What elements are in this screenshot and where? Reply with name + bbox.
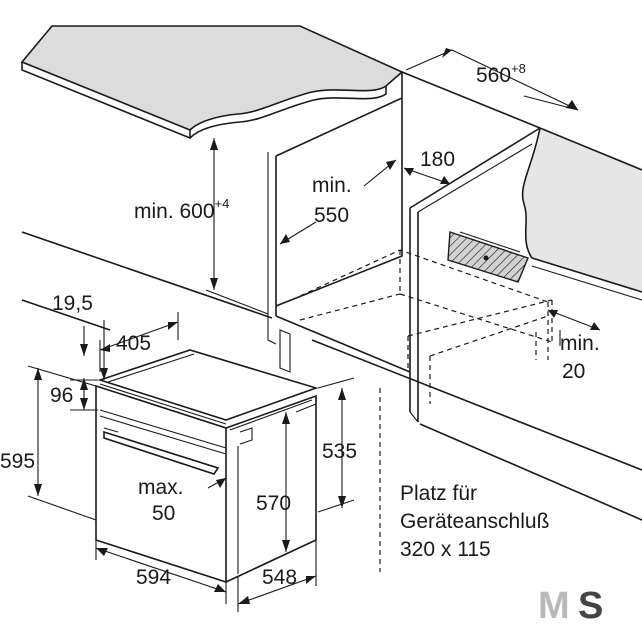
label-594: 594 <box>136 566 171 589</box>
niche-dashed-outline <box>299 249 553 572</box>
connection-box <box>447 231 529 283</box>
note-line-1: Platz für <box>400 482 477 505</box>
ms-watermark-logo: M S <box>538 585 603 627</box>
label-min550-line2: 550 <box>314 204 349 227</box>
svg-text:S: S <box>578 585 603 627</box>
label-560: 560+8 <box>476 61 526 87</box>
note-line-2: Geräteanschluß <box>400 510 549 533</box>
note-line-3: 320 x 115 <box>400 538 491 561</box>
label-535: 535 <box>322 440 357 463</box>
dimension-arrows <box>34 48 600 604</box>
label-570: 570 <box>256 492 291 515</box>
right-cabinet-wall <box>401 71 642 301</box>
label-405: 405 <box>116 332 151 355</box>
label-548: 548 <box>262 566 297 589</box>
cabinet-side-panels <box>267 72 541 423</box>
label-96: 96 <box>50 384 73 407</box>
label-19-5: 19,5 <box>52 292 93 315</box>
label-min550-line1: min. <box>312 174 352 197</box>
label-min20-line2: 20 <box>562 360 585 383</box>
floor-lines <box>21 231 642 521</box>
label-595: 595 <box>0 450 35 473</box>
oven <box>95 349 319 584</box>
label-min20-line1: min. <box>560 332 600 355</box>
label-max50-line1: max. <box>138 476 184 499</box>
label-180: 180 <box>420 148 455 171</box>
label-max50-line2: 50 <box>152 502 175 525</box>
label-min600: min. 600+4 <box>134 196 229 223</box>
svg-text:M: M <box>538 585 570 627</box>
worktop <box>20 25 404 140</box>
